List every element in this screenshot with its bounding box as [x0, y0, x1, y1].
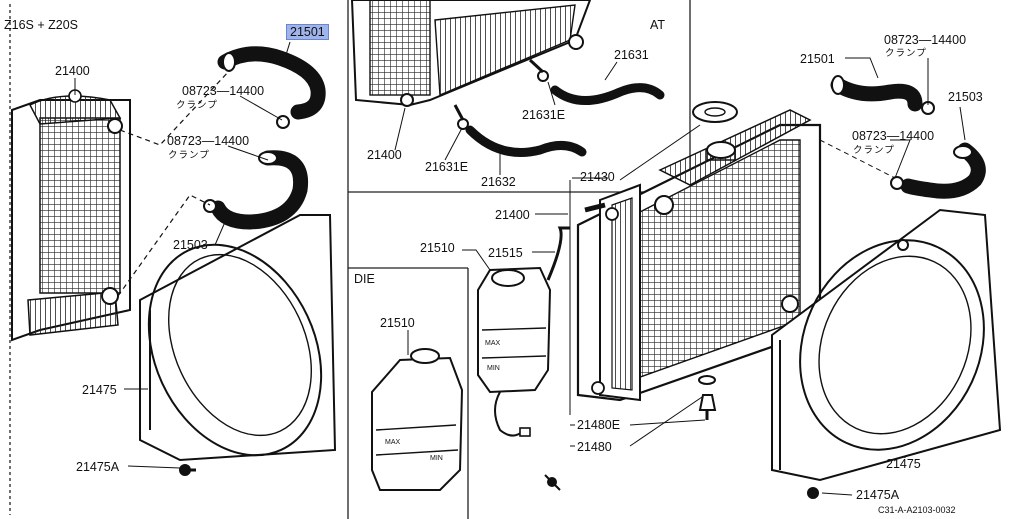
part-21631[interactable]: 21631 — [614, 48, 649, 62]
part-21475A-left[interactable]: 21475A — [76, 460, 120, 474]
left-lower-hose — [203, 150, 309, 230]
clamp-note-right-lower: クランプ — [853, 145, 895, 156]
part-21631E-lower[interactable]: 21631E — [425, 160, 469, 174]
at-section-label: AT — [650, 18, 666, 32]
diesel-tank-min: MIN — [430, 455, 443, 462]
part-21475A-right[interactable]: 21475A — [856, 488, 900, 502]
diesel-section-label: DIE — [354, 272, 375, 286]
part-21480[interactable]: 21480 — [577, 440, 612, 454]
clamp-note-left-upper: クランプ — [176, 100, 218, 111]
part-21475-left[interactable]: 21475 — [82, 383, 117, 397]
diesel-tank-max: MAX — [385, 439, 401, 446]
part-08723-14400-right-upper[interactable]: 08723—14400 — [884, 33, 967, 47]
left-upper-hose — [217, 46, 326, 129]
part-21515[interactable]: 21515 — [488, 246, 523, 260]
left-fan-shroud — [139, 214, 337, 476]
part-21501-highlighted[interactable]: 21501 — [286, 24, 329, 40]
right-label-leaders — [819, 57, 966, 496]
main-radiator — [576, 109, 822, 402]
part-21475-right[interactable]: 21475 — [886, 457, 921, 471]
right-fan-shroud — [771, 208, 1002, 499]
left-label-leaders — [74, 41, 291, 469]
part-21430[interactable]: 21430 — [580, 170, 615, 184]
part-21480E[interactable]: 21480E — [577, 418, 621, 432]
part-21501-right[interactable]: 21501 — [800, 52, 835, 66]
center-tank-max: MAX — [485, 340, 501, 347]
part-08723-14400-left-lower[interactable]: 08723—14400 — [167, 134, 250, 148]
at-oil-hoses — [453, 58, 665, 157]
right-lower-hose — [890, 142, 986, 199]
part-21632[interactable]: 21632 — [481, 175, 516, 189]
diagram-code: C31-A-A2103-0032 — [878, 505, 956, 515]
part-21400-center[interactable]: 21400 — [495, 208, 530, 222]
at-radiator-corner — [350, 0, 592, 107]
part-08723-14400-right-lower[interactable]: 08723—14400 — [852, 129, 935, 143]
left-dashed-leaders — [117, 69, 231, 297]
engine-variant-label: Z16S + Z20S — [4, 18, 78, 32]
part-21510-center[interactable]: 21510 — [420, 241, 455, 255]
center-tank-min: MIN — [487, 365, 500, 372]
left-radiator — [11, 89, 131, 342]
part-21510-diesel[interactable]: 21510 — [380, 316, 415, 330]
clamp-note-right-upper: クランプ — [885, 48, 927, 59]
part-21503-left[interactable]: 21503 — [173, 238, 208, 252]
center-label-leaders — [462, 124, 706, 447]
part-21631E-upper[interactable]: 21631E — [522, 108, 566, 122]
part-21400-left[interactable]: 21400 — [55, 64, 90, 78]
center-reservoir: MAX MIN — [477, 226, 570, 491]
part-21503-right[interactable]: 21503 — [948, 90, 983, 104]
drain-plug — [698, 375, 717, 420]
at-label-leaders — [394, 61, 618, 175]
diesel-reservoir: MAX MIN — [371, 330, 464, 491]
radiator-cap — [692, 101, 738, 161]
right-upper-hose — [830, 75, 935, 115]
clamp-note-left-lower: クランプ — [168, 150, 210, 161]
part-08723-14400-left-upper[interactable]: 08723—14400 — [182, 84, 265, 98]
part-21400-at[interactable]: 21400 — [367, 148, 402, 162]
